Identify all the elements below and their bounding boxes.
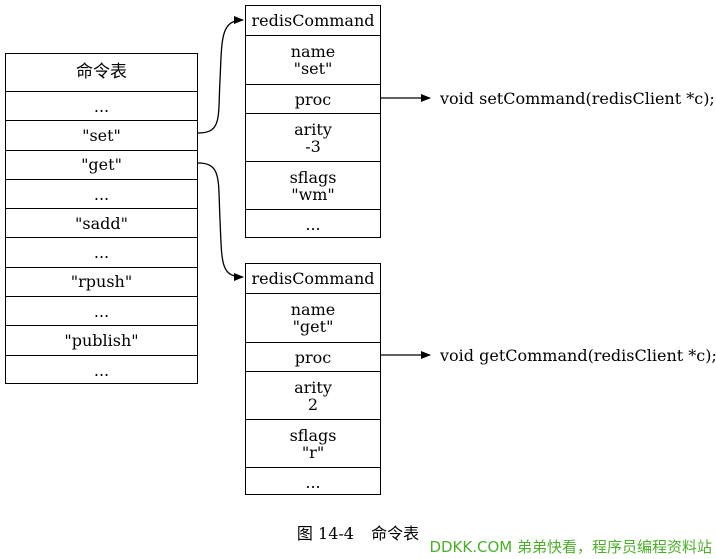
command-table-row-rpush: "rpush"	[6, 268, 197, 298]
set-sflags-label: sflags	[289, 167, 337, 187]
set-name-label: name	[290, 42, 336, 61]
get-name-value: "get"	[292, 317, 334, 336]
command-table-row-7: ...	[6, 297, 197, 327]
get-sflags-field: sflags "r"	[246, 420, 380, 468]
get-more-field: ...	[305, 473, 321, 492]
command-table-row-set: "set"	[6, 121, 197, 151]
command-table-row-get: "get"	[6, 151, 197, 180]
set-arity-label: arity	[294, 119, 332, 139]
set-more-field: ...	[305, 215, 321, 234]
get-arity-field: arity 2	[246, 372, 380, 420]
get-command-function: void getCommand(redisClient *c);	[440, 346, 716, 365]
figure-title: 命令表	[371, 524, 420, 543]
set-struct-title: redisCommand	[246, 6, 380, 36]
get-struct-title: redisCommand	[246, 264, 380, 294]
get-arity-label: arity	[294, 377, 332, 397]
get-proc-field: proc	[246, 343, 380, 372]
command-table-header: 命令表	[6, 54, 197, 92]
get-row-to-struct-arrow	[197, 162, 244, 281]
set-sflags-value: "wm"	[291, 184, 335, 204]
set-proc-field: proc	[246, 85, 380, 114]
command-table-row-3: ...	[6, 180, 197, 210]
get-sflags-value: "r"	[301, 442, 325, 462]
set-name-field: name "set"	[246, 36, 380, 85]
get-name-label: name	[290, 300, 336, 319]
set-name-value: "set"	[293, 59, 333, 78]
command-table: 命令表 ... "set" "get" ... "sadd" ... "rpus…	[5, 53, 198, 384]
set-row-to-struct-arrow	[197, 16, 244, 134]
get-arity-value: 2	[307, 394, 319, 414]
command-table-row-9: ...	[93, 360, 110, 380]
figure-caption: 图 14-4 命令表	[0, 520, 716, 544]
command-table-row-5: ...	[6, 238, 197, 268]
get-name-field: name "get"	[246, 294, 380, 343]
set-arity-field: arity -3	[246, 114, 380, 162]
get-sflags-label: sflags	[289, 425, 337, 445]
get-redis-command-struct: redisCommand name "get" proc arity 2 sfl…	[245, 263, 381, 495]
set-redis-command-struct: redisCommand name "set" proc arity -3 sf…	[245, 5, 381, 238]
command-table-row-publish: "publish"	[6, 326, 197, 356]
command-table-row-0: ...	[6, 92, 197, 122]
watermark: DDKK.COM 弟弟快看，程序员编程资料站	[429, 538, 712, 556]
set-arity-value: -3	[305, 136, 321, 156]
command-table-row-sadd: "sadd"	[6, 209, 197, 239]
figure-number: 图 14-4	[296, 524, 354, 543]
set-sflags-field: sflags "wm"	[246, 162, 380, 210]
set-command-function: void setCommand(redisClient *c);	[440, 89, 715, 108]
